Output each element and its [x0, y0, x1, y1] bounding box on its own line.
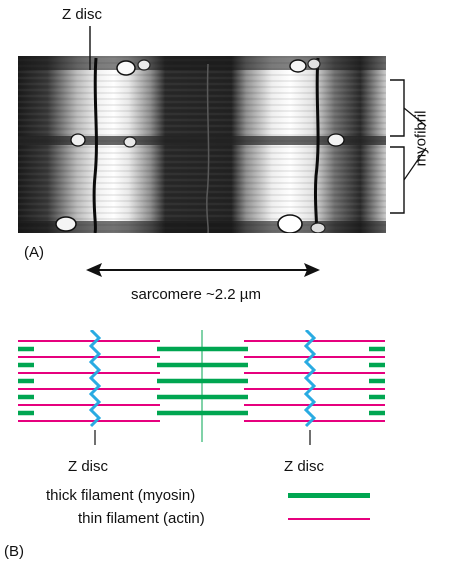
legend-thin-label: thin filament (actin) — [78, 510, 205, 527]
myofibril-label: myofibril — [412, 110, 430, 167]
sarcomere-arrow — [86, 263, 320, 277]
z-disc-right — [303, 330, 317, 428]
sarcomere-label: sarcomere ~2.2 µm — [131, 286, 261, 303]
z-disc-label-left: Z disc — [68, 458, 109, 475]
sarcomere-schematic — [18, 330, 385, 445]
myofibril-bracket-lower — [390, 146, 405, 214]
legend-thin-swatch — [288, 518, 370, 520]
myofibril-bracket-upper — [390, 79, 405, 137]
panel-b-label: (B) — [4, 543, 24, 560]
panel-a-label: (A) — [24, 244, 44, 261]
legend-thick-swatch — [288, 493, 370, 498]
z-disc-label-right: Z disc — [284, 458, 325, 475]
panel-a-annotations — [86, 26, 427, 277]
legend-thick-label: thick filament (myosin) — [46, 487, 196, 504]
micrograph — [18, 56, 386, 233]
z-disc-left — [88, 330, 102, 428]
z-disc-label-top: Z disc — [62, 6, 103, 23]
